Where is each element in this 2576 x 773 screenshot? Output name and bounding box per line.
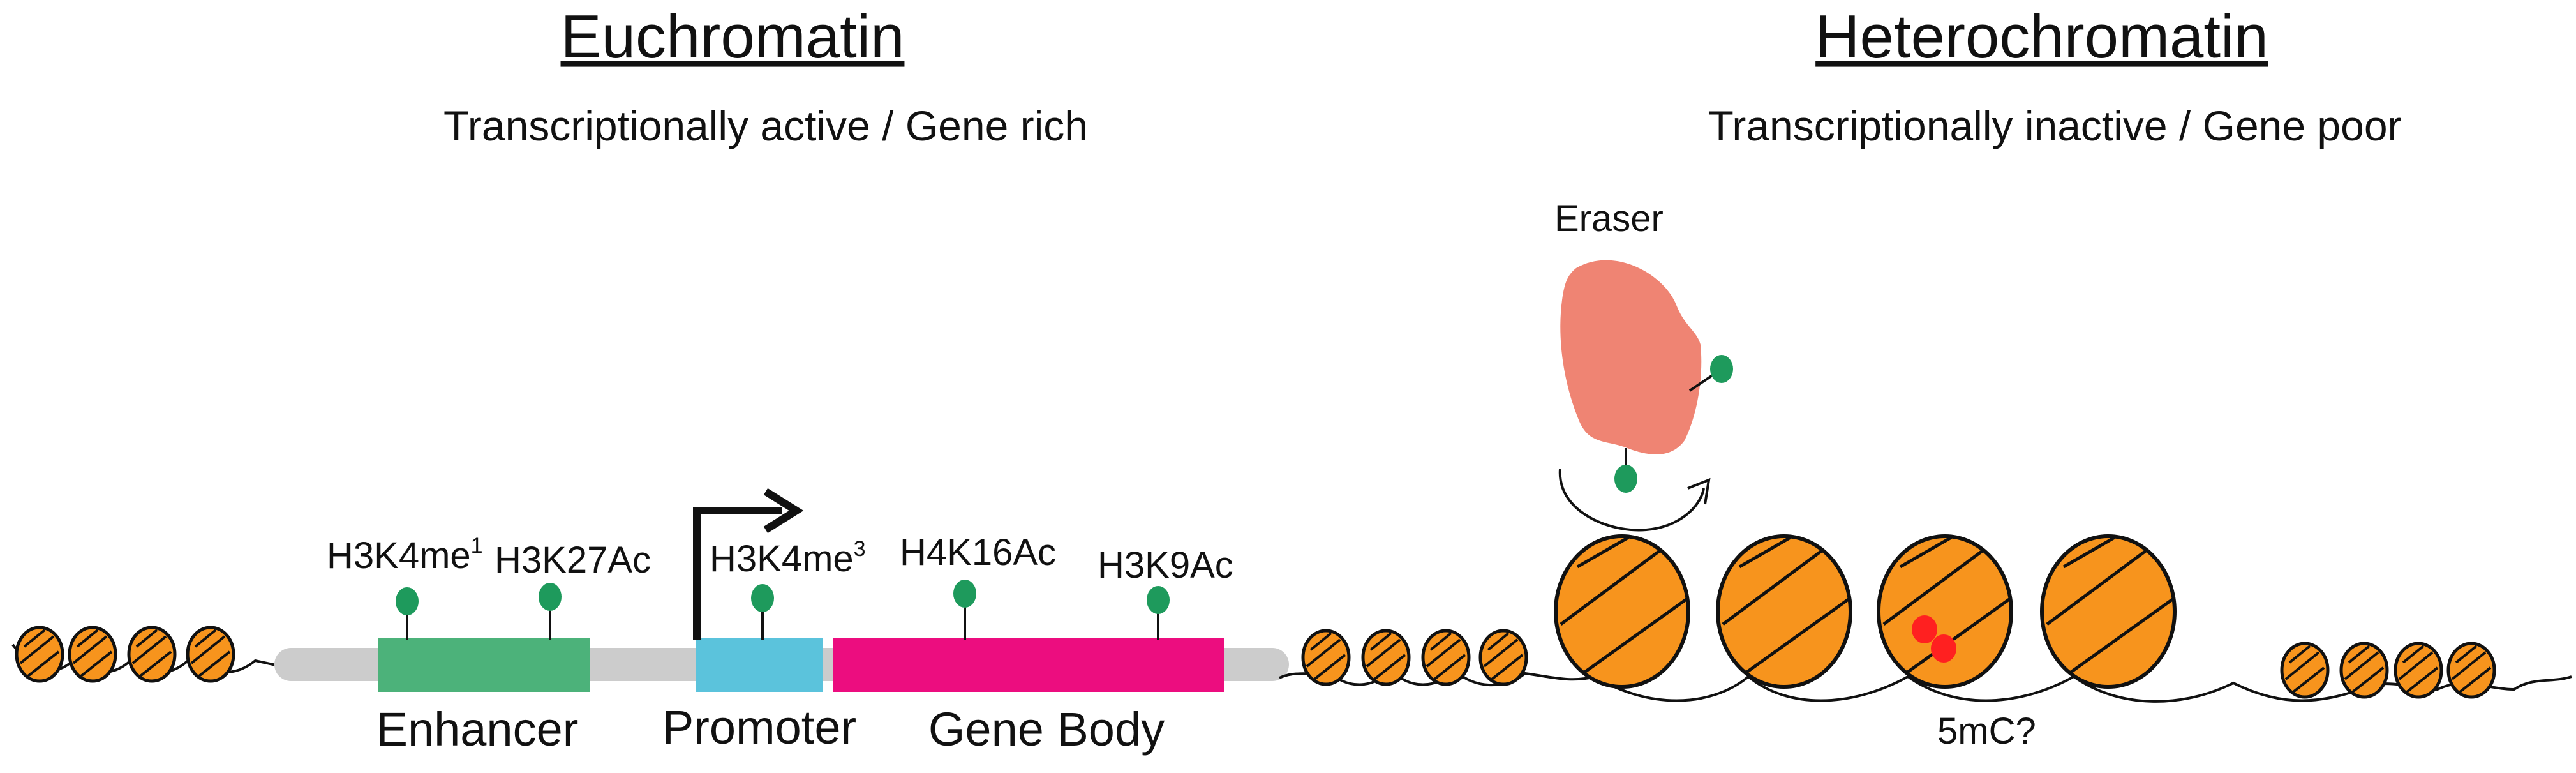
eraser-enzyme bbox=[1560, 260, 1702, 454]
promoter-label: Promoter bbox=[662, 701, 856, 754]
mark-label-superscript: 3 bbox=[854, 537, 866, 561]
small-nucleosome bbox=[1478, 629, 1528, 686]
enhancer-label: Enhancer bbox=[376, 703, 579, 756]
eraser-label: Eraser bbox=[1554, 198, 1664, 239]
mark-label-base: H3K4me bbox=[327, 535, 471, 576]
mark-label-h4k16ac: H4K16Ac bbox=[900, 532, 1056, 573]
mark-lollipop bbox=[953, 580, 976, 640]
mark-label-h3k4me1: H3K4me1 bbox=[327, 534, 483, 576]
large-nucleosome bbox=[2040, 534, 2177, 689]
small-nucleosome bbox=[15, 626, 64, 683]
small-nucleosome bbox=[68, 626, 117, 683]
small-nucleosome bbox=[2339, 642, 2389, 699]
mark-lollipop bbox=[1147, 586, 1170, 640]
small-nucleosome bbox=[1361, 629, 1411, 686]
removed-mark-lollipop bbox=[1688, 355, 1733, 392]
removed-mark-lollipop bbox=[1614, 448, 1637, 493]
heterochromatin-subtitle: Transcriptionally inactive / Gene poor bbox=[1708, 102, 2401, 149]
small-nucleosome-group-right-a bbox=[1301, 629, 1528, 686]
mark-lollipop bbox=[396, 587, 419, 640]
small-nucleosome-group-left bbox=[15, 626, 235, 683]
methylation-label: 5mC? bbox=[1937, 710, 2036, 752]
promoter-box bbox=[696, 638, 823, 692]
mark-label-h3k27ac: H3K27Ac bbox=[495, 539, 651, 581]
large-nucleosome bbox=[1554, 534, 1690, 689]
small-nucleosome bbox=[127, 626, 177, 683]
small-nucleosome bbox=[2280, 642, 2330, 699]
removal-arrow bbox=[1558, 469, 1711, 532]
gene-body-box bbox=[833, 638, 1224, 692]
small-nucleosome bbox=[186, 626, 235, 683]
small-nucleosome bbox=[2394, 642, 2443, 699]
large-nucleosome-methylated bbox=[1877, 534, 2013, 689]
mark-label-h3k9ac: H3K9Ac bbox=[1098, 544, 1233, 586]
methyl-dot bbox=[1931, 634, 1956, 663]
euchromatin-title: Euchromatin bbox=[561, 3, 905, 71]
small-nucleosome bbox=[1421, 629, 1471, 686]
methyl-dot bbox=[1912, 615, 1937, 643]
mark-label-h3k4me3: H3K4me3 bbox=[710, 537, 866, 580]
mark-label-base: H3K4me bbox=[710, 538, 854, 580]
small-nucleosome-group-right-b bbox=[2280, 642, 2496, 699]
mark-lollipop bbox=[751, 584, 774, 640]
large-nucleosome bbox=[1716, 534, 1852, 689]
enhancer-box bbox=[378, 638, 590, 692]
mark-label-superscript: 1 bbox=[471, 534, 483, 558]
mark-lollipop bbox=[539, 583, 562, 640]
euchromatin-subtitle: Transcriptionally active / Gene rich bbox=[443, 102, 1088, 149]
small-nucleosome bbox=[1301, 629, 1351, 686]
small-nucleosome bbox=[2446, 642, 2496, 699]
transcription-start-arrow bbox=[693, 488, 804, 640]
gene-body-label: Gene Body bbox=[928, 703, 1165, 756]
heterochromatin-title: Heterochromatin bbox=[1815, 3, 2268, 71]
